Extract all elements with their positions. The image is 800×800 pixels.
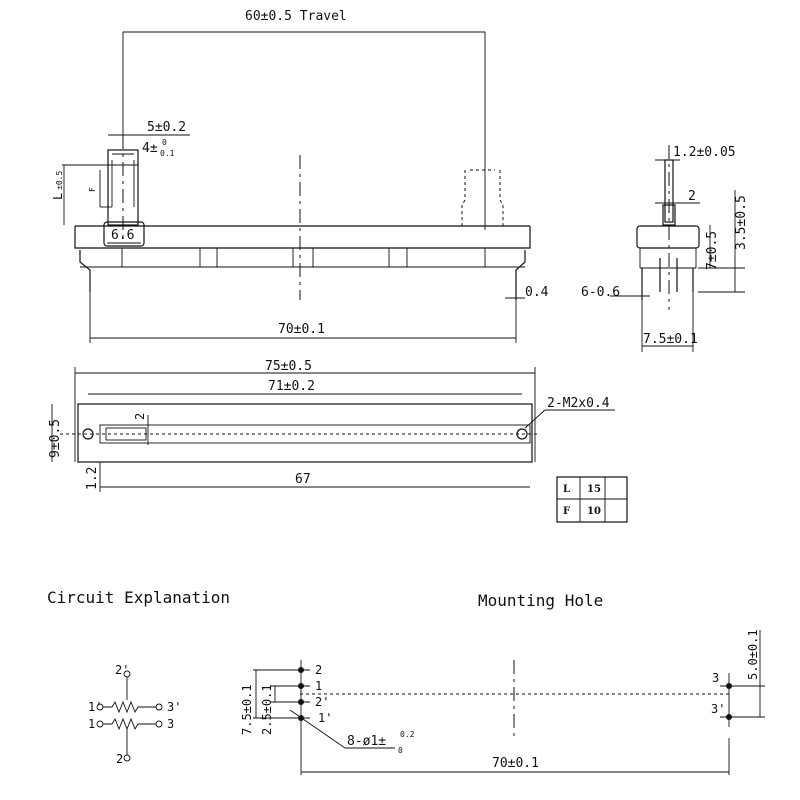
side-view: 1.2±0.05 2 3.5±0.5 7±0.5 6-0.6 7.5±0.1 bbox=[581, 145, 749, 352]
terminal bbox=[155, 703, 163, 711]
knob-base bbox=[103, 221, 145, 247]
lever-inner-tol-upper: 0 bbox=[162, 138, 167, 147]
body-window bbox=[406, 247, 486, 268]
lever-width-label: 5±0.2 bbox=[147, 120, 186, 135]
pin-label: 2 bbox=[315, 663, 322, 677]
pin-right bbox=[515, 250, 526, 300]
right-dim-label: 5.0±0.1 bbox=[746, 629, 760, 680]
shaft-width-label: 1.2±0.05 bbox=[673, 145, 736, 160]
body-window bbox=[121, 247, 201, 268]
lever-inner-label: 4± bbox=[142, 141, 158, 156]
terminal bbox=[96, 720, 104, 728]
lever bbox=[107, 149, 139, 226]
body-window bbox=[216, 247, 294, 268]
resistor-top bbox=[103, 700, 156, 714]
mounting-title: Mounting Hole bbox=[478, 591, 603, 610]
height-b-label: 7±0.5 bbox=[705, 231, 720, 270]
l-tol: ±0.5 bbox=[55, 171, 64, 190]
knob-base-label: 6.6 bbox=[111, 228, 134, 243]
terminal-label: 3' bbox=[167, 700, 181, 714]
body-outline bbox=[74, 226, 531, 249]
l-label: L bbox=[51, 193, 65, 200]
pitch-label: 70±0.1 bbox=[278, 322, 325, 337]
inner-dim-label: 2.5±0.1 bbox=[260, 684, 274, 735]
holes-tol-lower: 0 bbox=[398, 746, 403, 755]
pin-thickness-label: 0.4 bbox=[525, 285, 549, 300]
spec-value: 10 bbox=[587, 506, 601, 517]
lever-inner-tol-lower: 0.1 bbox=[160, 149, 175, 158]
holes-tol-upper: 0.2 bbox=[400, 730, 415, 739]
terminal-label: 2 bbox=[116, 752, 123, 766]
body-window bbox=[312, 247, 390, 268]
terminal bbox=[155, 720, 163, 728]
screw-leader bbox=[524, 409, 546, 429]
pin-left bbox=[79, 250, 91, 292]
side-body bbox=[636, 225, 700, 249]
offset-label: 1.2 bbox=[85, 467, 100, 490]
circuit-explanation: Circuit Explanation 2' 1' 3' 1 3 2 bbox=[47, 588, 230, 766]
front-view: 60±0.5 Travel 5±0.2 4± 0 0.1 L ±0.5 F 6.… bbox=[51, 9, 549, 343]
terminal-label: 1 bbox=[88, 717, 95, 731]
spec-key: F bbox=[563, 506, 570, 517]
f-label: F bbox=[88, 187, 97, 192]
pin-spacing-label: 7.5±0.1 bbox=[643, 332, 698, 347]
holes-leader bbox=[289, 709, 346, 749]
height-a-label: 3.5±0.5 bbox=[734, 195, 749, 250]
top-body bbox=[77, 403, 533, 463]
slot-length-label: 67 bbox=[295, 472, 311, 487]
top-view: 75±0.5 71±0.2 2 2-M2x0.4 9±0.5 1.2 67 bbox=[48, 359, 615, 492]
pin-dia-label: 6-0.6 bbox=[581, 285, 620, 300]
screw-hole-right bbox=[516, 428, 528, 440]
resistor-bottom bbox=[103, 717, 156, 731]
pin-label: 1' bbox=[318, 711, 332, 725]
width-label: 9±0.5 bbox=[48, 419, 63, 458]
spec-table-frame bbox=[556, 476, 628, 523]
screw-label: 2-M2x0.4 bbox=[547, 396, 610, 411]
pin-label: 2' bbox=[315, 695, 329, 709]
slot-width-label: 2 bbox=[133, 413, 147, 420]
pin-label: 1 bbox=[315, 679, 322, 693]
pin-label: 3 bbox=[712, 671, 719, 685]
terminal-label: 2' bbox=[115, 663, 129, 677]
shaft-step-label: 2 bbox=[688, 189, 696, 204]
terminal-label: 3 bbox=[167, 717, 174, 731]
inner-label: 71±0.2 bbox=[268, 379, 315, 394]
circuit-title: Circuit Explanation bbox=[47, 588, 230, 607]
travel-label: 60±0.5 Travel bbox=[245, 9, 347, 24]
terminal bbox=[123, 754, 131, 762]
pitch-label: 70±0.1 bbox=[492, 756, 539, 771]
terminal-label: 1' bbox=[88, 700, 102, 714]
pin-label: 3' bbox=[711, 702, 725, 716]
spec-key: L bbox=[563, 484, 570, 495]
holes-label: 8-ø1± bbox=[347, 734, 386, 749]
mounting-hole: Mounting Hole 2 1 2' 1' 7.5±0.1 2.5±0.1 … bbox=[240, 591, 765, 775]
overall-label: 75±0.5 bbox=[265, 359, 312, 374]
screw-hole-left bbox=[82, 428, 94, 440]
spec-value: 15 bbox=[587, 484, 601, 495]
lever-end-position bbox=[461, 169, 504, 226]
outer-dim-label: 7.5±0.1 bbox=[240, 684, 254, 735]
spec-table: L 15 F 10 bbox=[556, 476, 628, 523]
